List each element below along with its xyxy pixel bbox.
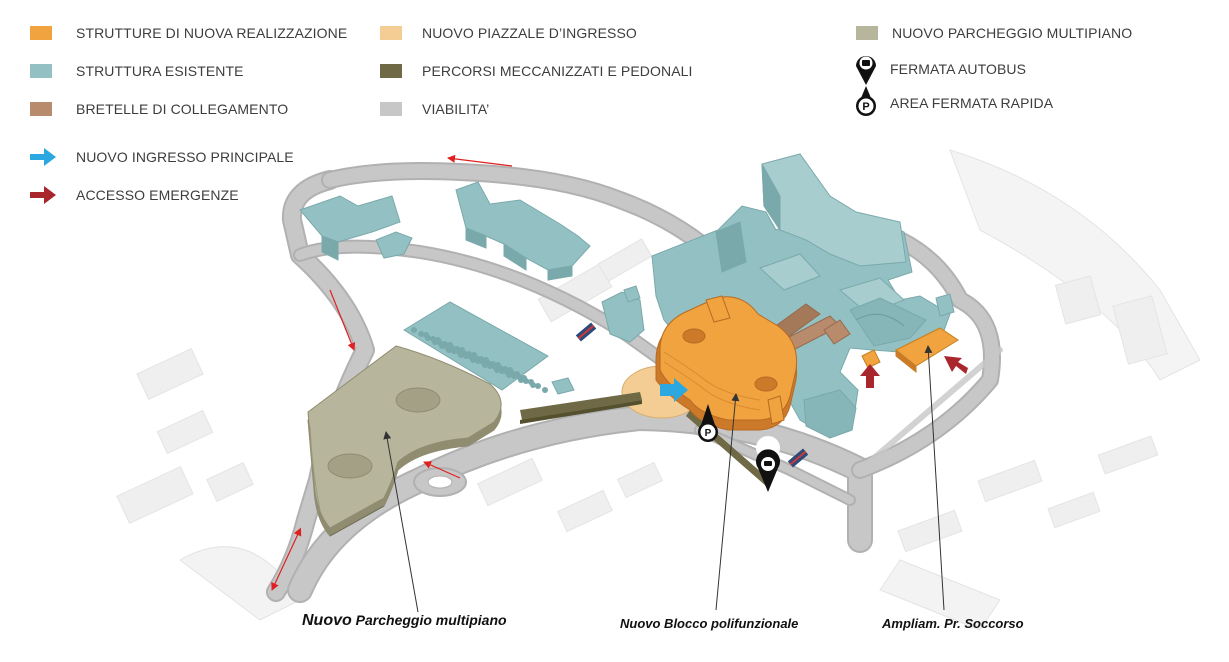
legend-label-roads: VIABILITA’ bbox=[422, 101, 490, 117]
legend-swatch-connection-links bbox=[30, 102, 52, 116]
annotation-arrows bbox=[271, 154, 513, 591]
parking-pin-icon: P bbox=[856, 86, 876, 116]
existing-buildings-northwest bbox=[299, 181, 591, 281]
legend-main-entrance: NUOVO INGRESSO PRINCIPALE bbox=[30, 146, 294, 168]
parking-grid-dot bbox=[446, 347, 452, 353]
parking-grid-dot bbox=[458, 352, 464, 358]
leader-lines bbox=[383, 345, 945, 613]
legend-bus-stop: FERMATA AUTOBUS bbox=[852, 56, 1027, 85]
roundabout bbox=[413, 467, 467, 497]
legend-label-connection-links: BRETELLE DI COLLEGAMENTO bbox=[76, 101, 289, 117]
caption-emergency-expansion: Ampliam. Pr. Soccorso bbox=[882, 616, 1024, 631]
legend-new-structures: STRUTTURE DI NUOVA REALIZZAZIONE bbox=[30, 22, 347, 44]
parking-grid-dot bbox=[530, 382, 536, 388]
legend-connection-links: BRETELLE DI COLLEGAMENTO bbox=[30, 98, 288, 120]
bus-stop-pin-icon bbox=[856, 56, 876, 85]
legend-label-existing-structure: STRUTTURA ESISTENTE bbox=[76, 63, 244, 79]
caption-new-parking-lead: Nuovo bbox=[302, 612, 352, 629]
parking-grid-dot bbox=[475, 358, 481, 364]
arrow-red-icon bbox=[30, 186, 56, 204]
parking-grid-dot bbox=[499, 368, 505, 374]
bus-stop-pin-map bbox=[756, 436, 781, 492]
parking-grid-dot bbox=[463, 353, 469, 359]
parking-grid-dot bbox=[487, 363, 493, 369]
background-context bbox=[116, 149, 1201, 631]
parking-pin-glyph: P bbox=[862, 101, 869, 113]
legend-swatch-new-parking bbox=[856, 26, 878, 40]
legend-label-new-entrance-square: NUOVO PIAZZALE D’INGRESSO bbox=[422, 25, 637, 41]
main-entrance-arrow bbox=[660, 378, 688, 402]
arrow-blue-icon bbox=[30, 148, 56, 166]
legend-emergency-access: ACCESSO EMERGENZE bbox=[30, 184, 239, 206]
existing-parking-grid bbox=[403, 301, 575, 395]
legend-label-mechanized-paths: PERCORSI MECCANIZZATI E PEDONALI bbox=[422, 63, 693, 79]
legend-existing-structure: STRUTTURA ESISTENTE bbox=[30, 60, 244, 82]
new-polyfunctional-block bbox=[655, 295, 798, 431]
parking-grid-dot bbox=[494, 367, 500, 373]
parking-grid-dot bbox=[542, 387, 548, 393]
parking-grid-dot bbox=[535, 383, 541, 389]
parking-grid-dot bbox=[418, 331, 424, 337]
legend-label-quick-stop: AREA FERMATA RAPIDA bbox=[890, 95, 1054, 111]
parking-grid-dot bbox=[470, 357, 476, 363]
parking-grid-dot bbox=[482, 362, 488, 368]
legend-label-emergency-access: ACCESSO EMERGENZE bbox=[76, 187, 239, 203]
caption-new-parking-rest: Parcheggio multipiano bbox=[351, 612, 507, 628]
parking-grid-dot bbox=[518, 377, 524, 383]
parking-grid-dot bbox=[439, 343, 445, 349]
legend-label-new-structures: STRUTTURE DI NUOVA REALIZZAZIONE bbox=[76, 25, 348, 41]
legend-swatch-mechanized-paths bbox=[380, 64, 402, 78]
quick-stop-glyph: P bbox=[705, 428, 712, 439]
parking-grid-dot bbox=[432, 339, 438, 345]
legend-swatch-existing-structure bbox=[30, 64, 52, 78]
legend-swatch-new-entrance-square bbox=[380, 26, 402, 40]
new-multistorey-parking bbox=[307, 345, 502, 537]
legend-label-main-entrance: NUOVO INGRESSO PRINCIPALE bbox=[76, 149, 294, 165]
legend-new-entrance-square: NUOVO PIAZZALE D’INGRESSO bbox=[380, 22, 637, 44]
parking-grid-dot bbox=[506, 372, 512, 378]
parking-grid-dot bbox=[511, 373, 517, 379]
parking-grid-dot bbox=[523, 378, 529, 384]
legend-label-bus-stop: FERMATA AUTOBUS bbox=[890, 61, 1027, 77]
legend-mechanized-paths: PERCORSI MECCANIZZATI E PEDONALI bbox=[380, 60, 693, 82]
legend-label-new-parking: NUOVO PARCHEGGIO MULTIPIANO bbox=[892, 25, 1133, 41]
legend-swatch-roads bbox=[380, 102, 402, 116]
parking-grid-dot bbox=[411, 327, 417, 333]
quick-stop-pin-map: P bbox=[698, 404, 718, 442]
crossing-markers bbox=[575, 322, 809, 468]
emergency-access-arrows bbox=[860, 356, 968, 388]
caption-new-block: Nuovo Blocco polifunzionale bbox=[620, 616, 799, 631]
parking-grid-dot bbox=[451, 348, 457, 354]
caption-new-parking: Nuovo Parcheggio multipiano bbox=[302, 612, 507, 630]
parking-grid-dot bbox=[425, 335, 431, 341]
legend-roads: VIABILITA’ bbox=[380, 98, 489, 120]
legend-swatch-new-structures bbox=[30, 26, 52, 40]
legend-quick-stop: P AREA FERMATA RAPIDA bbox=[852, 86, 1054, 116]
legend-new-parking: NUOVO PARCHEGGIO MULTIPIANO bbox=[856, 22, 1132, 44]
